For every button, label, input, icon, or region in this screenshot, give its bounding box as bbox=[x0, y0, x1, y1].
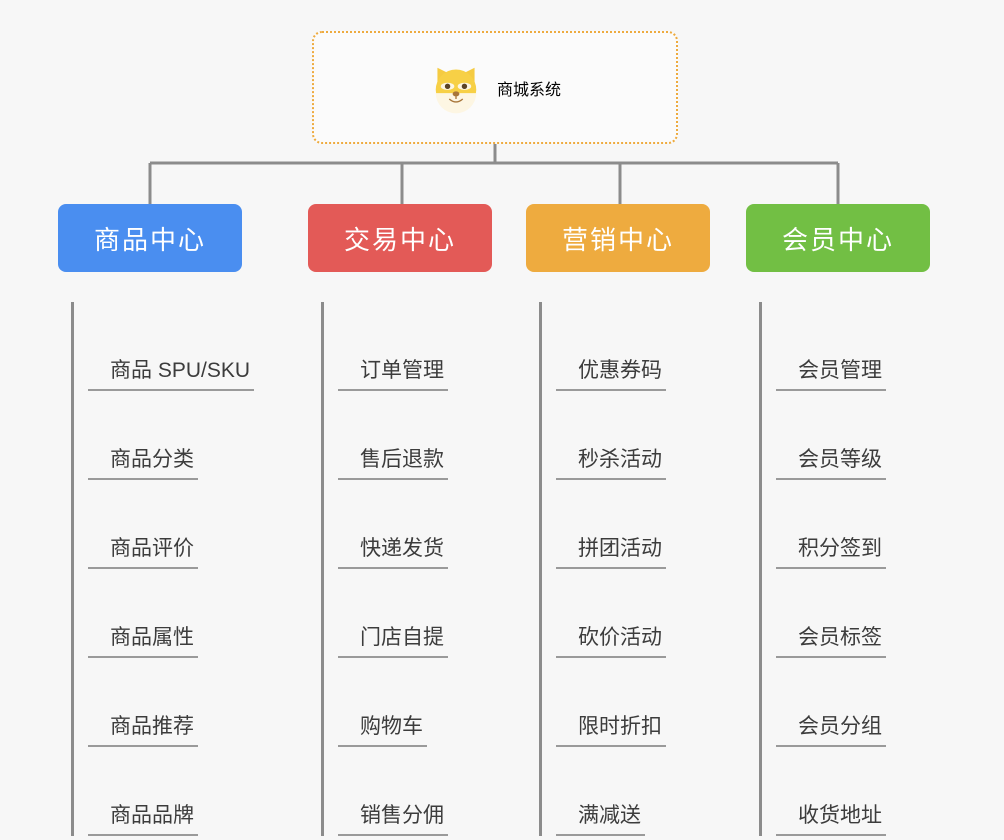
list-item[interactable]: 快递发货 bbox=[338, 480, 492, 569]
leaf-label: 商品评价 bbox=[88, 537, 198, 569]
leaf-label: 满减送 bbox=[556, 804, 645, 836]
leaf-list-marketing-center: 优惠券码 秒杀活动 拼团活动 砍价活动 限时折扣 满减送 bbox=[539, 302, 710, 836]
list-item[interactable]: 会员等级 bbox=[776, 391, 930, 480]
list-item[interactable]: 售后退款 bbox=[338, 391, 492, 480]
leaf-label: 会员分组 bbox=[776, 715, 886, 747]
category-box-trade-center[interactable]: 交易中心 bbox=[308, 204, 492, 272]
category-box-product-center[interactable]: 商品中心 bbox=[58, 204, 242, 272]
category-column-marketing-center: 营销中心 优惠券码 秒杀活动 拼团活动 砍价活动 限时折扣 满减送 bbox=[526, 204, 710, 836]
list-item[interactable]: 拼团活动 bbox=[556, 480, 710, 569]
leaf-label: 秒杀活动 bbox=[556, 448, 666, 480]
category-label-member-center: 会员中心 bbox=[781, 224, 894, 255]
leaf-label: 售后退款 bbox=[338, 448, 448, 480]
list-item[interactable]: 商品评价 bbox=[88, 480, 242, 569]
category-box-marketing-center[interactable]: 营销中心 bbox=[526, 204, 710, 272]
leaf-label: 订单管理 bbox=[338, 359, 448, 391]
category-column-member-center: 会员中心 会员管理 会员等级 积分签到 会员标签 会员分组 收货地址 bbox=[746, 204, 930, 836]
list-item[interactable]: 会员标签 bbox=[776, 569, 930, 658]
category-box-member-center[interactable]: 会员中心 bbox=[746, 204, 930, 272]
list-item[interactable]: 收货地址 bbox=[776, 747, 930, 836]
shiba-dog-face-icon bbox=[435, 67, 477, 113]
leaf-label: 销售分佣 bbox=[338, 804, 448, 836]
list-item[interactable]: 会员管理 bbox=[776, 302, 930, 391]
leaf-label: 快递发货 bbox=[338, 537, 448, 569]
leaf-label: 购物车 bbox=[338, 715, 427, 747]
leaf-label: 拼团活动 bbox=[556, 537, 666, 569]
leaf-label: 商品品牌 bbox=[88, 804, 198, 836]
leaf-label: 门店自提 bbox=[338, 626, 448, 658]
list-item[interactable]: 限时折扣 bbox=[556, 658, 710, 747]
list-item[interactable]: 砍价活动 bbox=[556, 569, 710, 658]
list-item[interactable]: 满减送 bbox=[556, 747, 710, 836]
leaf-list-product-center: 商品 SPU/SKU 商品分类 商品评价 商品属性 商品推荐 商品品牌 bbox=[71, 302, 255, 836]
list-item[interactable]: 会员分组 bbox=[776, 658, 930, 747]
leaf-label: 会员等级 bbox=[776, 448, 886, 480]
list-item[interactable]: 门店自提 bbox=[338, 569, 492, 658]
leaf-label: 砍价活动 bbox=[556, 626, 666, 658]
leaf-label: 优惠券码 bbox=[556, 359, 666, 391]
leaf-list-member-center: 会员管理 会员等级 积分签到 会员标签 会员分组 收货地址 bbox=[759, 302, 930, 836]
leaf-label: 商品推荐 bbox=[88, 715, 198, 747]
list-item[interactable]: 秒杀活动 bbox=[556, 391, 710, 480]
leaf-label: 会员标签 bbox=[776, 626, 886, 658]
leaf-list-trade-center: 订单管理 售后退款 快递发货 门店自提 购物车 销售分佣 bbox=[321, 302, 492, 836]
category-label-marketing-center: 营销中心 bbox=[561, 224, 674, 255]
list-item[interactable]: 商品品牌 bbox=[88, 747, 242, 836]
leaf-label: 限时折扣 bbox=[556, 715, 666, 747]
list-item[interactable]: 商品分类 bbox=[88, 391, 242, 480]
list-item[interactable]: 销售分佣 bbox=[338, 747, 492, 836]
leaf-label: 商品分类 bbox=[88, 448, 198, 480]
leaf-label: 会员管理 bbox=[776, 359, 886, 391]
leaf-label: 商品 SPU/SKU bbox=[88, 359, 255, 391]
leaf-label: 收货地址 bbox=[776, 804, 886, 836]
category-label-product-center: 商品中心 bbox=[93, 224, 206, 255]
leaf-label: 商品属性 bbox=[88, 626, 198, 658]
list-item[interactable]: 积分签到 bbox=[776, 480, 930, 569]
category-column-trade-center: 交易中心 订单管理 售后退款 快递发货 门店自提 购物车 销售分佣 bbox=[308, 204, 492, 836]
category-label-trade-center: 交易中心 bbox=[343, 224, 456, 255]
leaf-label: 积分签到 bbox=[776, 537, 886, 569]
root-title: 商城系统 bbox=[496, 81, 561, 99]
root-node[interactable]: 商城系统 bbox=[312, 31, 678, 144]
list-item[interactable]: 商品 SPU/SKU bbox=[88, 302, 255, 391]
list-item[interactable]: 购物车 bbox=[338, 658, 492, 747]
list-item[interactable]: 订单管理 bbox=[338, 302, 492, 391]
list-item[interactable]: 商品属性 bbox=[88, 569, 242, 658]
category-column-product-center: 商品中心 商品 SPU/SKU 商品分类 商品评价 商品属性 商品推荐 商品品牌 bbox=[58, 204, 255, 836]
list-item[interactable]: 优惠券码 bbox=[556, 302, 710, 391]
list-item[interactable]: 商品推荐 bbox=[88, 658, 242, 747]
